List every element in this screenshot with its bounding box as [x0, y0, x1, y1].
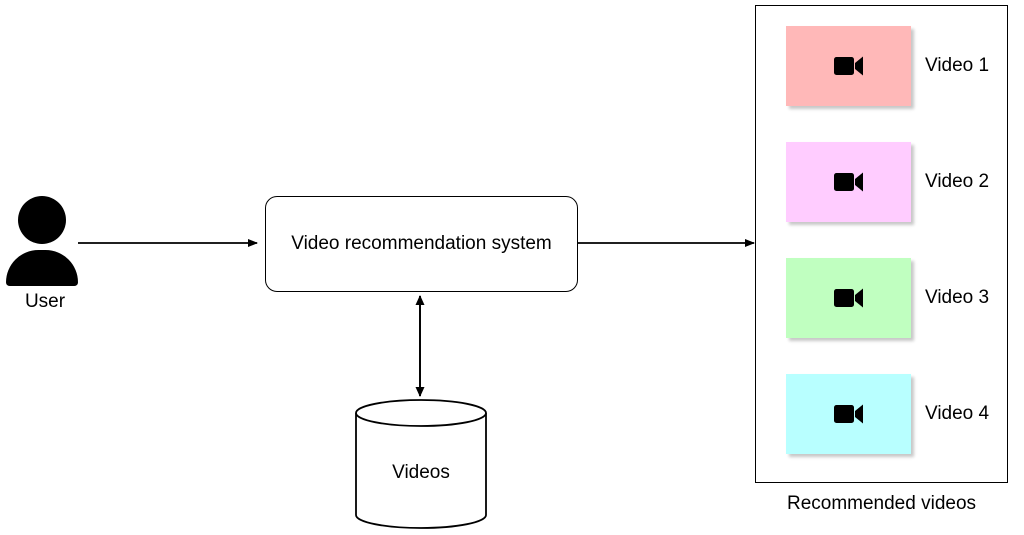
- video-camera-icon: [833, 404, 863, 424]
- videos-database: Videos: [354, 399, 488, 529]
- arrow-system-to-recommended: [578, 239, 755, 247]
- video-recommendation-system-box: Video recommendation system: [265, 196, 578, 292]
- user-person-icon-body: [6, 250, 78, 286]
- video-camera-icon: [833, 288, 863, 308]
- video-label-2: Video 2: [925, 171, 990, 192]
- video-camera-icon: [833, 56, 863, 76]
- videos-database-label: Videos: [392, 462, 450, 483]
- list-item[interactable]: Video 3: [786, 258, 1006, 338]
- system-box-label: Video recommendation system: [291, 233, 552, 254]
- user-label: User: [24, 291, 66, 312]
- video-camera-icon: [833, 172, 863, 192]
- list-item[interactable]: Video 1: [786, 26, 1006, 106]
- user-actor: User: [6, 196, 84, 326]
- video-thumbnail-2[interactable]: [786, 142, 911, 222]
- list-item[interactable]: Video 4: [786, 374, 1006, 454]
- video-thumbnail-4[interactable]: [786, 374, 911, 454]
- recommended-videos-caption: Recommended videos: [786, 493, 977, 514]
- video-label-3: Video 3: [925, 287, 990, 308]
- recommended-videos-panel: Video 1 Video 2 Video 3: [755, 5, 1008, 483]
- arrow-system-to-videos: [415, 295, 425, 397]
- user-person-icon-head: [18, 196, 66, 244]
- video-thumbnail-1[interactable]: [786, 26, 911, 106]
- arrow-user-to-system: [78, 239, 258, 247]
- video-label-4: Video 4: [925, 403, 990, 424]
- video-label-1: Video 1: [925, 55, 990, 76]
- database-cylinder-icon: [355, 399, 487, 529]
- video-thumbnail-3[interactable]: [786, 258, 911, 338]
- list-item[interactable]: Video 2: [786, 142, 1006, 222]
